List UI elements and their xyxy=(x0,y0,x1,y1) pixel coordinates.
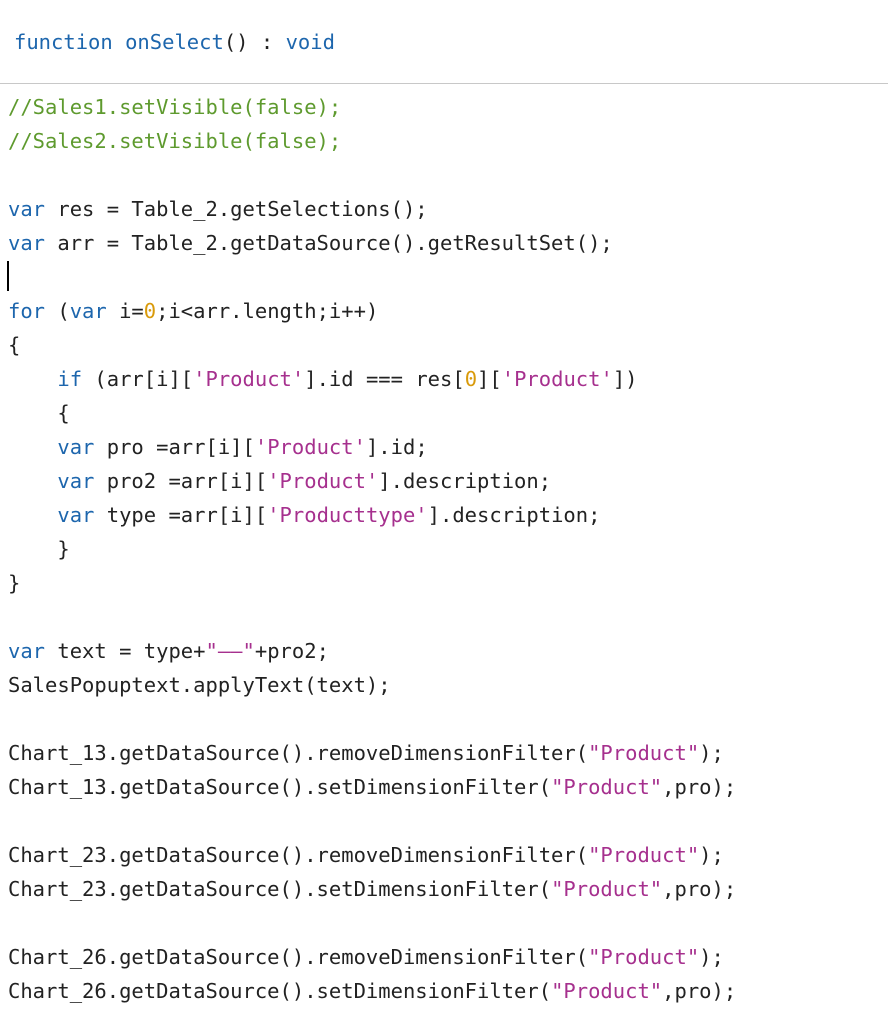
code-line[interactable]: Chart_26.getDataSource().removeDimension… xyxy=(8,942,724,972)
code-token-plain: ].id; xyxy=(365,435,428,459)
code-line[interactable]: Chart_26.getDataSource().setDimensionFil… xyxy=(8,976,736,1006)
code-token-plain: pro2 =arr[i][ xyxy=(94,469,268,493)
code-token-keyword: var xyxy=(69,299,107,323)
code-token-plain: i= xyxy=(106,299,144,323)
code-line[interactable]: Chart_13.getDataSource().setDimensionFil… xyxy=(8,772,736,802)
code-line[interactable]: Chart_23.getDataSource().removeDimension… xyxy=(8,840,724,870)
code-token-keyword: var xyxy=(57,503,95,527)
code-token-plain: ].description; xyxy=(427,503,601,527)
code-token-plain: ( xyxy=(45,299,70,323)
code-editor[interactable]: //Sales1.setVisible(false); //Sales2.setV… xyxy=(0,92,888,1012)
code-token-plain: SalesPopuptext.applyText(text); xyxy=(8,673,391,697)
code-line[interactable]: } xyxy=(8,568,20,598)
code-token-string: 'Product' xyxy=(267,469,379,493)
code-token-plain: ,pro); xyxy=(662,877,737,901)
code-line[interactable]: for (var i=0;i<arr.length;i++) xyxy=(8,296,378,326)
code-line[interactable]: Chart_13.getDataSource().removeDimension… xyxy=(8,738,724,768)
function-name: onSelect xyxy=(125,30,224,54)
code-token-plain xyxy=(8,469,57,493)
code-token-plain: } xyxy=(8,537,70,561)
code-line[interactable]: Chart_23.getDataSource().setDimensionFil… xyxy=(8,874,736,904)
code-token-keyword: var xyxy=(8,639,46,663)
code-token-keyword: var xyxy=(8,231,46,255)
code-token-plain: ].id === res[ xyxy=(304,367,465,391)
code-line[interactable]: var res = Table_2.getSelections(); xyxy=(8,194,428,224)
code-token-number: 0 xyxy=(143,299,157,323)
code-token-plain: { xyxy=(8,333,21,357)
code-token-string: "Product" xyxy=(588,741,700,765)
return-type-separator: : xyxy=(260,30,274,54)
code-token-plain: ); xyxy=(699,741,724,765)
code-token-plain: ;i<arr.length;i++) xyxy=(156,299,379,323)
code-token-plain: pro =arr[i][ xyxy=(94,435,255,459)
function-signature-header: function onSelect() : void xyxy=(0,0,888,84)
code-token-plain: Chart_26.getDataSource().setDimensionFil… xyxy=(8,979,552,1003)
code-token-comment: //Sales2.setVisible(false); xyxy=(8,129,342,153)
code-token-keyword: var xyxy=(57,435,95,459)
code-line[interactable]: { xyxy=(8,398,70,428)
code-token-plain: Chart_13.getDataSource().setDimensionFil… xyxy=(8,775,552,799)
code-token-keyword: var xyxy=(57,469,95,493)
code-token-plain: type =arr[i][ xyxy=(94,503,268,527)
code-token-string: 'Product' xyxy=(501,367,613,391)
code-token-keyword: for xyxy=(8,299,46,323)
signature-keyword: function xyxy=(14,30,113,54)
code-token-plain xyxy=(8,367,57,391)
code-line[interactable]: { xyxy=(8,330,20,360)
code-token-comment: //Sales1.setVisible(false); xyxy=(8,95,342,119)
code-token-plain: ); xyxy=(699,945,724,969)
code-token-plain: Chart_23.getDataSource().setDimensionFil… xyxy=(8,877,552,901)
code-line[interactable]: SalesPopuptext.applyText(text); xyxy=(8,670,391,700)
code-token-string: "Product" xyxy=(551,877,663,901)
code-token-plain: } xyxy=(8,571,21,595)
code-token-plain: +pro2; xyxy=(254,639,329,663)
code-line[interactable]: //Sales1.setVisible(false); xyxy=(8,92,341,122)
code-token-plain: arr = Table_2.getDataSource().getResultS… xyxy=(45,231,613,255)
function-params: () xyxy=(223,30,249,54)
code-token-plain xyxy=(8,435,57,459)
code-token-plain: text = type+ xyxy=(45,639,206,663)
code-token-plain: ,pro); xyxy=(662,775,737,799)
code-token-string: "——" xyxy=(205,639,255,663)
code-line[interactable]: //Sales2.setVisible(false); xyxy=(8,126,341,156)
code-token-plain: ,pro); xyxy=(662,979,737,1003)
return-type: void xyxy=(285,30,335,54)
code-token-number: 0 xyxy=(464,367,478,391)
code-token-plain: ); xyxy=(699,843,724,867)
code-token-plain: ][ xyxy=(477,367,502,391)
code-token-keyword: if xyxy=(57,367,83,391)
code-line[interactable]: var pro =arr[i]['Product'].id; xyxy=(8,432,428,462)
code-token-plain: (arr[i][ xyxy=(82,367,194,391)
code-line[interactable]: } xyxy=(8,534,70,564)
text-cursor xyxy=(7,261,9,291)
code-token-string: 'Product' xyxy=(193,367,305,391)
code-line[interactable]: var text = type+"——"+pro2; xyxy=(8,636,329,666)
code-token-string: "Product" xyxy=(551,979,663,1003)
code-token-plain: ]) xyxy=(612,367,638,391)
code-line[interactable]: var arr = Table_2.getDataSource().getRes… xyxy=(8,228,613,258)
code-token-plain xyxy=(8,503,57,527)
code-token-plain: res = Table_2.getSelections(); xyxy=(45,197,428,221)
code-line[interactable]: if (arr[i]['Product'].id === res[0]['Pro… xyxy=(8,364,638,394)
code-line[interactable]: var type =arr[i]['Producttype'].descript… xyxy=(8,500,600,530)
code-token-keyword: var xyxy=(8,197,46,221)
code-token-plain: Chart_26.getDataSource().removeDimension… xyxy=(8,945,589,969)
code-token-plain: ].description; xyxy=(378,469,552,493)
code-token-plain: Chart_23.getDataSource().removeDimension… xyxy=(8,843,589,867)
code-token-string: 'Producttype' xyxy=(267,503,428,527)
code-token-string: "Product" xyxy=(551,775,663,799)
code-line[interactable]: var pro2 =arr[i]['Product'].description; xyxy=(8,466,551,496)
function-signature: function onSelect() : void xyxy=(14,28,335,56)
code-token-plain: Chart_13.getDataSource().removeDimension… xyxy=(8,741,589,765)
code-token-plain: { xyxy=(8,401,70,425)
code-token-string: "Product" xyxy=(588,945,700,969)
code-token-string: 'Product' xyxy=(254,435,366,459)
code-token-string: "Product" xyxy=(588,843,700,867)
